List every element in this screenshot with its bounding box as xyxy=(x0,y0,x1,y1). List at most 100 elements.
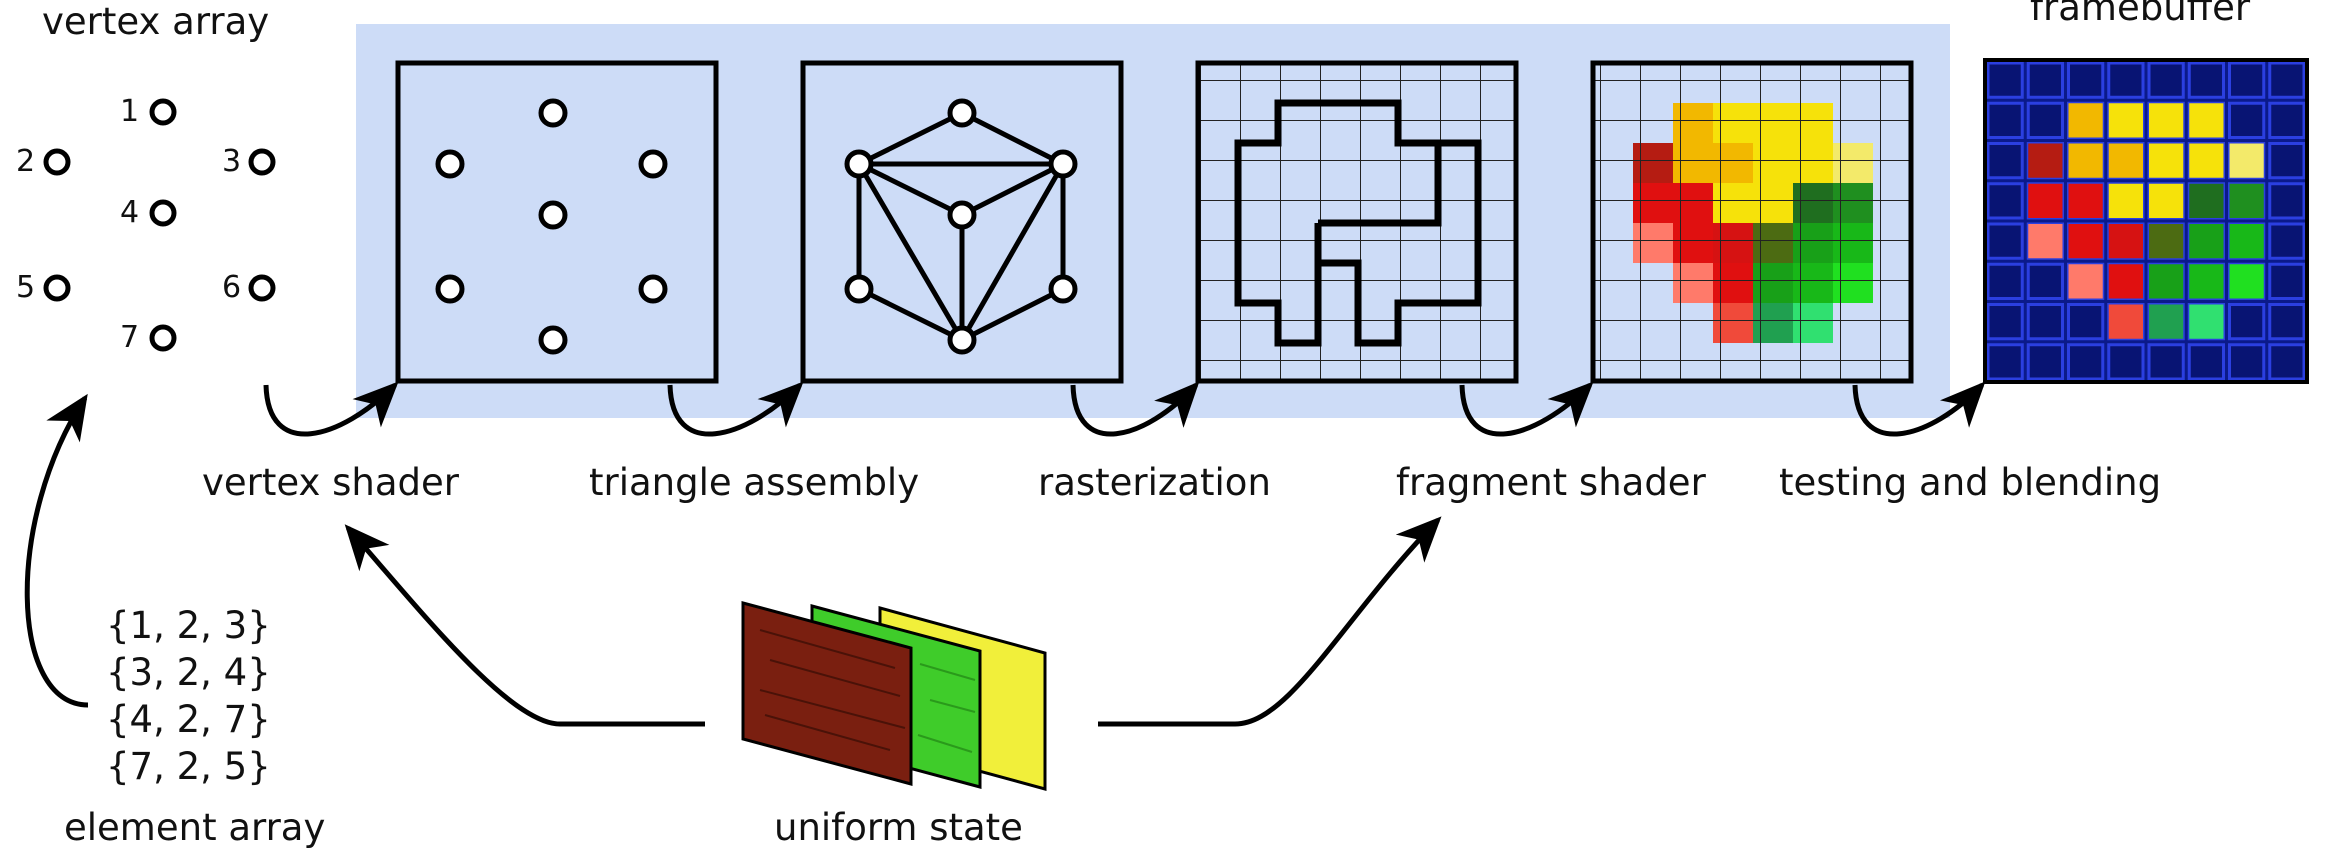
vertex-5 xyxy=(43,274,71,302)
framebuffer-cell xyxy=(2268,343,2306,381)
framebuffer-cell xyxy=(1986,222,2024,260)
framebuffer-color-cell xyxy=(2189,304,2224,339)
framebuffer-cell xyxy=(1986,262,2024,300)
framebuffer-cell xyxy=(2228,343,2266,381)
framebuffer-color-cell xyxy=(2189,224,2224,259)
vertex-2 xyxy=(43,148,71,176)
framebuffer-color-cell xyxy=(2028,143,2063,178)
panel-triangle-assembly xyxy=(800,60,1124,384)
framebuffer-cell xyxy=(1986,303,2024,341)
framebuffer-color-cell xyxy=(2149,304,2184,339)
framebuffer-cell xyxy=(2268,182,2306,220)
framebuffer-color-cell xyxy=(2189,103,2224,138)
framebuffer-cell xyxy=(2187,343,2225,381)
framebuffer-cell xyxy=(2228,303,2266,341)
vertex-1 xyxy=(149,98,177,126)
arrow-element-to-vertex xyxy=(24,393,89,708)
panel-rasterization xyxy=(1195,60,1519,384)
stage-label-testing-and-blending: testing and blending xyxy=(1779,461,2162,504)
panel-vertex-shader xyxy=(395,60,719,384)
framebuffer-cell xyxy=(2147,61,2185,99)
element-array-item: {7, 2, 5} xyxy=(106,745,271,788)
framebuffer-color-cell xyxy=(2229,224,2264,259)
framebuffer-cell xyxy=(2067,303,2105,341)
framebuffer-cell xyxy=(2268,101,2306,139)
framebuffer-cell xyxy=(1986,61,2024,99)
framebuffer-color-cell xyxy=(2068,264,2103,299)
vertex-label-7: 7 xyxy=(120,320,140,355)
framebuffer-cell xyxy=(1986,142,2024,180)
arrow-uniform-to-vertex-shader xyxy=(344,524,705,727)
uniform-state-textures xyxy=(741,601,1047,791)
framebuffer-color-cell xyxy=(2068,183,2103,218)
framebuffer-color-cell xyxy=(2189,183,2224,218)
framebuffer-cell xyxy=(2026,343,2064,381)
element-array-item: {4, 2, 7} xyxy=(106,698,271,741)
element-array-list: {1, 2, 3} {3, 2, 4} {4, 2, 7} {7, 2, 5} xyxy=(106,602,271,790)
framebuffer-color-cell xyxy=(2229,183,2264,218)
framebuffer-color-cell xyxy=(2108,264,2143,299)
panel-fragment-shader xyxy=(1590,60,1914,384)
framebuffer-color-cell xyxy=(2189,143,2224,178)
element-array-item: {1, 2, 3} xyxy=(106,604,271,647)
stage-label-fragment-shader: fragment shader xyxy=(1396,461,1706,504)
vertex-label-5: 5 xyxy=(16,270,36,305)
framebuffer-cell xyxy=(1986,343,2024,381)
vertex-array-title: vertex array xyxy=(42,0,270,43)
framebuffer-cell xyxy=(2268,61,2306,99)
framebuffer-color-cell xyxy=(2028,224,2063,259)
framebuffer-cell xyxy=(2107,61,2145,99)
framebuffer-color-cell xyxy=(2149,103,2184,138)
framebuffer-color-cell xyxy=(2108,224,2143,259)
framebuffer-color-cell xyxy=(2229,143,2264,178)
framebuffer-color-cell xyxy=(2108,304,2143,339)
framebuffer-color-cell xyxy=(2189,264,2224,299)
vertex-4 xyxy=(149,199,177,227)
framebuffer-title: framebuffer xyxy=(2030,0,2251,29)
element-array-title: element array xyxy=(64,806,326,849)
framebuffer-color-cell xyxy=(2149,183,2184,218)
framebuffer-cell xyxy=(2067,343,2105,381)
arrow-to-vertex-shader xyxy=(263,381,399,437)
framebuffer-color-cell xyxy=(2108,103,2143,138)
arrow-to-rasterization xyxy=(1070,381,1200,437)
stage-label-rasterization: rasterization xyxy=(1038,461,1271,504)
framebuffer-color-cell xyxy=(2229,264,2264,299)
vertex-label-4: 4 xyxy=(120,195,140,230)
framebuffer-color-cell xyxy=(2068,103,2103,138)
framebuffer-cell xyxy=(1986,182,2024,220)
arrow-uniform-to-fragment-shader xyxy=(1098,516,1442,727)
framebuffer-cell xyxy=(2147,343,2185,381)
framebuffer-color-cell xyxy=(2149,264,2184,299)
framebuffer-cell xyxy=(2268,303,2306,341)
framebuffer-cell xyxy=(2268,142,2306,180)
element-array-item: {3, 2, 4} xyxy=(106,651,271,694)
vertex-array-points xyxy=(43,98,276,352)
arrow-to-framebuffer xyxy=(1852,381,1986,437)
framebuffer-cell xyxy=(2187,61,2225,99)
framebuffer-color-cell xyxy=(2028,183,2063,218)
arrow-to-triangle-assembly xyxy=(667,381,804,437)
framebuffer-cell xyxy=(2026,303,2064,341)
framebuffer-cell xyxy=(1986,101,2024,139)
framebuffer-cell xyxy=(2228,61,2266,99)
vertex-label-1: 1 xyxy=(120,94,140,129)
arrow-to-fragment-shader xyxy=(1459,381,1594,437)
framebuffer-color-cell xyxy=(2068,143,2103,178)
framebuffer-cell xyxy=(2107,343,2145,381)
framebuffer-cell xyxy=(2026,262,2064,300)
vertex-label-3: 3 xyxy=(222,144,242,179)
vertex-7 xyxy=(149,324,177,352)
vertex-6 xyxy=(248,274,276,302)
vertex-label-2: 2 xyxy=(16,144,36,179)
framebuffer-cell xyxy=(2228,101,2266,139)
framebuffer-cell xyxy=(2026,101,2064,139)
uniform-state-title: uniform state xyxy=(774,806,1023,849)
framebuffer-cell xyxy=(2026,61,2064,99)
framebuffer-cell xyxy=(2268,222,2306,260)
vertex-label-6: 6 xyxy=(222,270,242,305)
framebuffer-color-cell xyxy=(2108,183,2143,218)
framebuffer-cell xyxy=(2067,61,2105,99)
